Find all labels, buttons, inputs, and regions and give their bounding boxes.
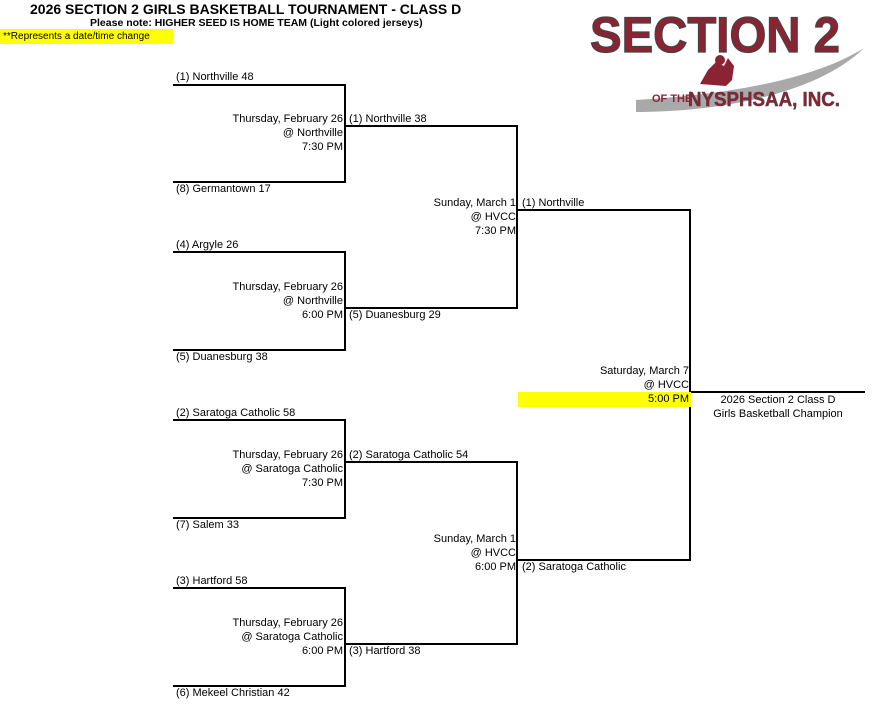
r1-line-8 [173,685,346,687]
r1-line-4 [173,349,346,351]
champion-label: 2026 Section 2 Class D Girls Basketball … [692,393,864,421]
r1-line-1 [173,84,346,86]
logo-section-text: SECTION 2 [590,7,840,63]
r2-team-2: (5) Duanesburg 29 [349,309,441,321]
r1-connector-2 [344,251,346,351]
time-change-highlight [518,392,691,407]
logo-player-head [715,55,725,65]
r1-game-2-info: Thursday, February 26 @ Northville 6:00 … [233,280,343,322]
game-time: 7:30 PM [475,225,516,237]
r1-team-8: (6) Mekeel Christian 42 [176,687,290,699]
game-time: 6:00 PM [302,309,343,321]
game-date: Saturday, March 7 [599,365,689,377]
game-date: Thursday, February 26 [232,281,343,293]
date-change-legend: **Represents a date/time change [0,29,173,44]
r2-game-2-info: Sunday, March 1 @ HVCC 6:00 PM [434,532,516,574]
page-title: 2026 SECTION 2 GIRLS BASKETBALL TOURNAME… [30,1,462,17]
r1-line-6 [173,517,346,519]
r2-team-1: (1) Northville 38 [349,113,427,125]
game-time: 7:30 PM [302,141,343,153]
game-date: Sunday, March 1 [433,197,516,209]
r2-line-2 [346,307,518,309]
r1-connector-4 [344,587,346,687]
r1-game-3-info: Thursday, February 26 @ Saratoga Catholi… [233,448,343,490]
final-connector [689,209,691,561]
r1-line-3 [173,251,346,253]
r1-team-3: (4) Argyle 26 [176,239,239,251]
r1-connector-1 [344,84,346,183]
r1-team-2: (8) Germantown 17 [176,183,271,195]
final-team-2: (2) Saratoga Catholic [522,561,626,573]
game-time: 6:00 PM [475,561,516,573]
r1-team-7: (3) Hartford 58 [176,575,248,587]
game-time: 6:00 PM [302,645,343,657]
logo-org-text: NYSPHSAA, INC. [688,89,840,111]
r1-team-4: (5) Duanesburg 38 [176,351,268,363]
game-date: Thursday, February 26 [232,617,343,629]
r2-team-3: (2) Saratoga Catholic 54 [349,449,469,461]
r2-connector-1 [516,125,518,309]
r1-line-7 [173,587,346,589]
r1-game-4-info: Thursday, February 26 @ Saratoga Catholi… [233,616,343,658]
r1-game-1-info: Thursday, February 26 @ Northville 7:30 … [233,112,343,154]
r2-game-1-info: Sunday, March 1 @ HVCC 7:30 PM [434,196,516,238]
final-line-1 [518,209,691,211]
r1-team-5: (2) Saratoga Catholic 58 [176,407,296,419]
final-line-2 [518,559,691,561]
champion-line [691,391,865,393]
r1-line-5 [173,419,346,421]
final-team-1: (1) Northville [522,197,585,209]
game-date: Thursday, February 26 [232,449,343,461]
game-venue: @ HVCC [470,211,516,223]
final-game-info: Saturday, March 7 @ HVCC 5:00 PM [600,364,689,406]
champion-line-2: Girls Basketball Champion [713,408,843,420]
logo-player-icon [700,58,734,86]
r2-team-4: (3) Hartford 38 [349,645,421,657]
r1-connector-3 [344,419,346,519]
home-team-note: Please note: HIGHER SEED IS HOME TEAM (L… [90,17,423,29]
logo-of-the-text: OF THE [652,93,692,105]
champion-line-1: 2026 Section 2 Class D [720,394,836,406]
game-time: 5:00 PM [648,393,689,405]
r2-line-4 [346,643,518,645]
r2-connector-2 [516,461,518,645]
r2-line-1 [346,125,518,127]
section-2-logo: SECTION 2 OF THE NYSPHSAA, INC. [589,6,864,112]
game-venue: @ Northville [282,295,343,307]
game-venue: @ HVCC [643,379,689,391]
game-date: Thursday, February 26 [232,113,343,125]
game-time: 7:30 PM [302,477,343,489]
r1-team-1: (1) Northville 48 [176,71,254,83]
logo-swoosh [636,48,864,112]
game-venue: @ Northville [282,127,343,139]
r1-team-6: (7) Salem 33 [176,519,239,531]
game-venue: @ Saratoga Catholic [241,631,343,643]
r2-line-3 [346,461,518,463]
game-venue: @ HVCC [470,547,516,559]
game-venue: @ Saratoga Catholic [241,463,343,475]
r1-line-2 [173,181,346,183]
game-date: Sunday, March 1 [433,533,516,545]
